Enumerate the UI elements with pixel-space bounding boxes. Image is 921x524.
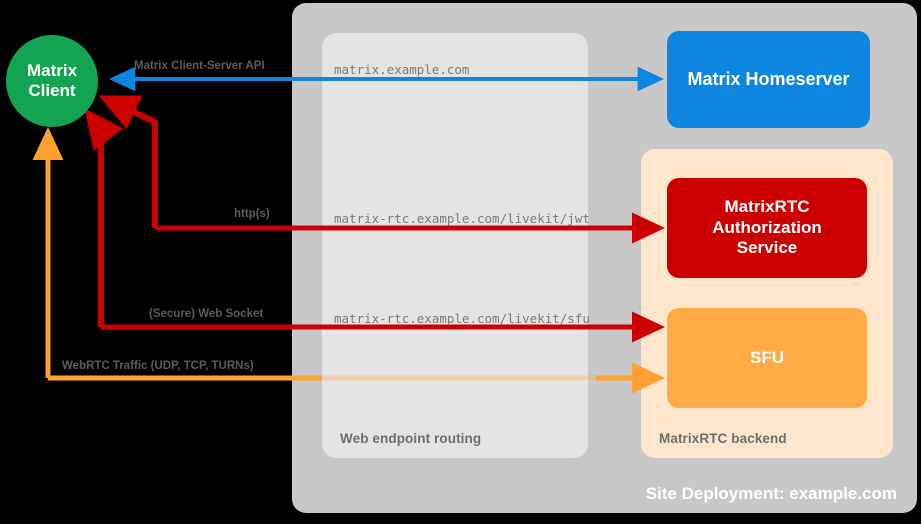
- node-matrix-client-line1: Matrix: [26, 60, 78, 80]
- node-sfu-label: SFU: [750, 347, 784, 367]
- node-matrix-homeserver[interactable]: Matrix Homeserver: [667, 31, 870, 128]
- endpoint-url-matrix: matrix.example.com: [334, 62, 470, 77]
- edge-label-webrtc: WebRTC Traffic (UDP, TCP, TURNs): [62, 360, 254, 372]
- edge-label-websocket: (Secure) Web Socket: [149, 308, 264, 320]
- node-matrix-client[interactable]: Matrix Client: [6, 35, 98, 127]
- edge-label-cs-api: Matrix Client-Server API: [134, 60, 265, 72]
- zone-web-endpoint-routing: Web endpoint routing: [322, 33, 588, 458]
- zone-site-deployment-label: Site Deployment: example.com: [645, 484, 897, 503]
- node-auth-service-line3: Service: [736, 238, 798, 258]
- edge-websocket-return-to-client: [84, 108, 124, 327]
- endpoint-url-jwt: matrix-rtc.example.com/livekit/jwt: [334, 211, 590, 226]
- node-auth-service-line2: Authorization: [712, 217, 822, 237]
- node-auth-service-line1: MatrixRTC: [724, 197, 810, 217]
- node-matrixrtc-authorization-service[interactable]: MatrixRTC Authorization Service: [667, 178, 867, 278]
- edge-label-http: http(s): [234, 208, 270, 220]
- node-auth-service-text: MatrixRTC Authorization Service: [712, 197, 822, 258]
- node-matrix-client-line2: Client: [28, 81, 76, 100]
- node-sfu[interactable]: SFU: [667, 308, 867, 408]
- edge-jwt-return-to-client: [98, 95, 158, 228]
- node-matrix-homeserver-label: Matrix Homeserver: [687, 68, 850, 89]
- endpoint-url-sfu: matrix-rtc.example.com/livekit/sfu: [334, 311, 590, 326]
- zone-web-endpoint-routing-label: Web endpoint routing: [340, 431, 482, 446]
- zone-matrixrtc-backend-label: MatrixRTC backend: [659, 431, 787, 446]
